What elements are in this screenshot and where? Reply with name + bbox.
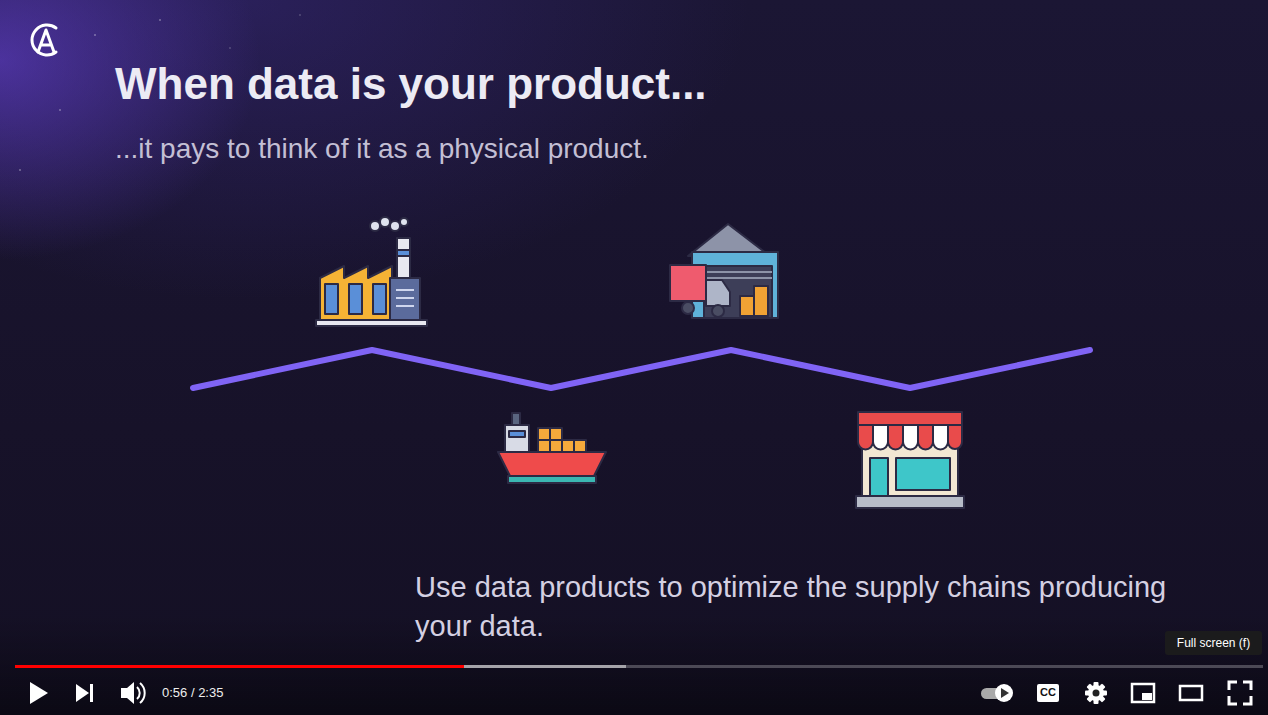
warehouse-icon xyxy=(670,224,778,318)
warehouse-icon xyxy=(704,272,772,278)
supply-chain-line xyxy=(193,350,1090,388)
star-dots xyxy=(159,19,161,21)
cc-button-label: CC xyxy=(1040,686,1056,699)
logo-mark xyxy=(32,25,56,55)
player-controls xyxy=(76,684,89,702)
player-controls xyxy=(1142,693,1152,700)
slide-subtitle-box: ...it pays to think of it as a physical … xyxy=(115,132,649,166)
player-controls xyxy=(90,684,93,702)
factory-icon xyxy=(397,238,410,280)
tooltip-box: Full screen (f) xyxy=(1165,631,1262,655)
progress-bar xyxy=(15,665,1263,668)
store-icon xyxy=(896,458,950,490)
ship-icon xyxy=(538,440,550,452)
store-icon xyxy=(903,425,918,450)
factory-icon xyxy=(316,217,427,326)
player-controls xyxy=(1086,683,1105,702)
store-icon xyxy=(933,425,948,450)
ship-icon xyxy=(562,440,574,452)
slide-title: When data is your product... xyxy=(115,58,707,111)
factory-icon xyxy=(396,290,414,306)
ship-icon xyxy=(512,413,520,425)
store-icon xyxy=(873,425,888,450)
ship-icon xyxy=(508,476,596,483)
factory-icon xyxy=(373,284,386,314)
ship-icon xyxy=(498,452,606,476)
slide-title-box: When data is your product... xyxy=(115,58,707,111)
factory-icon xyxy=(400,218,408,226)
star-dots xyxy=(299,14,301,16)
progress-bar xyxy=(15,665,626,668)
cc-button-label-box: CC xyxy=(1037,684,1059,702)
star-dots xyxy=(229,47,231,49)
progress-bar xyxy=(15,665,1263,668)
slide-footnote-box: Use data products to optimize the supply… xyxy=(415,568,1195,646)
ship-icon xyxy=(550,428,562,440)
factory-icon xyxy=(316,320,427,326)
slide-footnote: Use data products to optimize the supply… xyxy=(415,568,1195,646)
warehouse-icon xyxy=(704,266,772,318)
store-icon xyxy=(858,412,962,425)
ship-icon xyxy=(550,440,562,452)
player-controls xyxy=(30,682,1251,704)
ship-icon xyxy=(505,425,529,452)
time-display-box: 0:56 / 2:35 xyxy=(162,685,223,701)
player-controls xyxy=(1229,682,1251,704)
factory-icon xyxy=(380,217,390,227)
slide-subtitle: ...it pays to think of it as a physical … xyxy=(115,132,649,166)
factory-icon xyxy=(325,284,338,314)
warehouse-icon xyxy=(754,286,768,316)
factory-icon xyxy=(390,278,420,320)
factory-icon xyxy=(349,284,362,314)
ship-icon xyxy=(538,428,550,440)
player-controls xyxy=(1180,686,1202,700)
factory-icon xyxy=(370,221,380,231)
player-controls xyxy=(995,684,1013,702)
factory-icon xyxy=(390,221,400,231)
player-controls xyxy=(137,687,140,699)
warehouse-icon xyxy=(682,302,694,314)
store-icon xyxy=(870,458,888,497)
factory-icon xyxy=(397,250,410,256)
player-controls xyxy=(30,682,48,704)
ship-icon xyxy=(509,431,525,437)
player-controls xyxy=(121,682,134,704)
star-dots xyxy=(94,34,96,36)
logo-mark xyxy=(32,25,56,55)
player-controls xyxy=(1085,682,1107,704)
warehouse-icon xyxy=(740,296,754,316)
ship-icon xyxy=(574,440,586,452)
time-display: 0:56 / 2:35 xyxy=(162,685,223,701)
tooltip: Full screen (f) xyxy=(1177,636,1250,650)
player-controls xyxy=(1088,685,1104,701)
warehouse-icon xyxy=(706,280,730,306)
player-controls xyxy=(1086,683,1105,702)
player-controls xyxy=(1001,688,1009,698)
ship-icon xyxy=(498,413,606,483)
store-icon xyxy=(856,496,964,508)
store-icon xyxy=(856,412,964,508)
logo-mark xyxy=(38,30,54,52)
warehouse-icon xyxy=(712,305,724,317)
store-icon xyxy=(888,425,903,450)
player-controls xyxy=(140,683,145,703)
player-controls xyxy=(1093,690,1100,697)
progress-bar xyxy=(15,665,464,668)
player-controls xyxy=(1132,684,1154,702)
store-icon xyxy=(918,425,933,450)
factory-icon xyxy=(320,266,392,320)
store-icon xyxy=(858,425,873,450)
warehouse-icon xyxy=(670,265,706,301)
store-icon xyxy=(948,425,962,449)
star-dots xyxy=(59,109,61,111)
star-dots xyxy=(19,169,21,171)
